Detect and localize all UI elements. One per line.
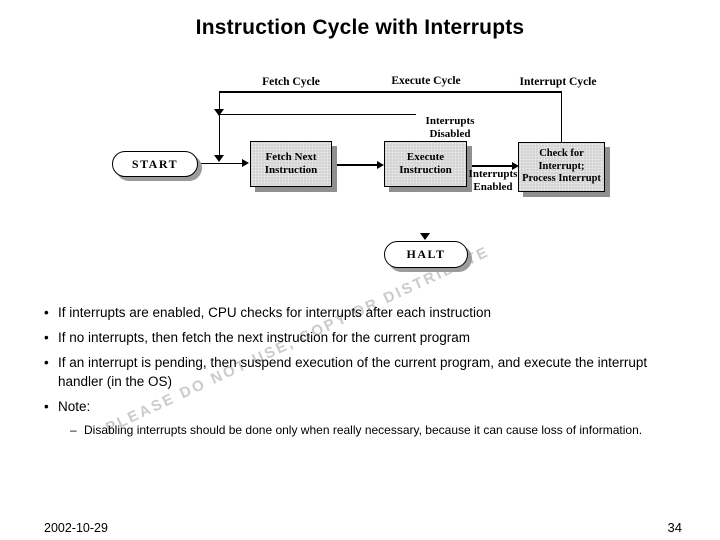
bullet-marker: • <box>44 355 49 370</box>
bullet-item: • If no interrupts, then fetch the next … <box>44 328 649 347</box>
sub-bullet-marker: – <box>70 423 77 437</box>
bullet-item: • Note: <box>44 397 649 416</box>
arrowhead-into-execute-icon <box>377 160 384 169</box>
sub-bullet-list: – Disabling interrupts should be done on… <box>44 422 684 439</box>
execute-box-line2: Instruction <box>399 164 452 176</box>
check-process-interrupt-box: Check for Interrupt; Process Interrupt <box>518 142 605 192</box>
bullet-text: If interrupts are enabled, CPU checks fo… <box>58 305 491 320</box>
arrowhead-down-merge-icon <box>214 155 224 162</box>
bullet-item: • If interrupts are enabled, CPU checks … <box>44 303 649 322</box>
execute-instruction-box: Execute Instruction <box>384 141 467 187</box>
bullet-text: If no interrupts, then fetch the next in… <box>58 330 470 345</box>
check-box-line2: Interrupt; <box>538 160 585 172</box>
interrupts-disabled-line2: Disabled <box>429 127 471 140</box>
interrupts-enabled-line1: Interrupts <box>468 168 518 180</box>
top-return-line <box>219 91 562 93</box>
interrupts-disabled-return-line <box>219 113 416 115</box>
execute-box-line1: Execute <box>406 151 445 163</box>
start-node: START <box>112 151 198 177</box>
arrowhead-into-check-icon <box>512 161 519 170</box>
bullet-item: • If an interrupt is pending, then suspe… <box>44 353 649 391</box>
bullet-marker: • <box>44 305 49 320</box>
left-return-vertical-line <box>218 91 220 159</box>
bullet-text: If an interrupt is pending, then suspend… <box>58 355 648 389</box>
fetch-cycle-label: Fetch Cycle <box>262 76 320 88</box>
page-number: 34 <box>667 520 682 535</box>
arrowhead-down-junction-icon <box>214 109 224 116</box>
bullet-list: • If interrupts are enabled, CPU checks … <box>44 303 656 422</box>
check-box-line3: Process Interrupt <box>522 173 601 185</box>
fetch-box-line2: Instruction <box>264 164 318 176</box>
interrupts-enabled-line2: Enabled <box>473 180 513 193</box>
interrupts-disabled-line1: Interrupts <box>425 115 475 127</box>
halt-node: HALT <box>384 241 468 268</box>
interrupt-cycle-label: Interrupt Cycle <box>519 76 597 88</box>
halt-node-label: HALT <box>406 247 446 261</box>
check-box-line1: Check for <box>539 148 584 160</box>
start-node-label: START <box>131 156 179 171</box>
footer-date: 2002-10-29 <box>44 521 108 535</box>
bullet-marker: • <box>44 399 49 414</box>
sub-bullet-text: Disabling interrupts should be done only… <box>84 423 643 437</box>
sub-bullet-item: – Disabling interrupts should be done on… <box>44 422 684 439</box>
arrowhead-into-fetch-icon <box>242 159 249 167</box>
execute-to-check-line <box>467 165 515 167</box>
interrupts-enabled-label: Interrupts Enabled <box>464 168 522 193</box>
interrupts-disabled-label: Interrupts Disabled <box>412 115 488 140</box>
fetch-next-instruction-box: Fetch Next Instruction <box>250 141 332 187</box>
fetch-box-line1: Fetch Next <box>265 151 317 163</box>
execute-cycle-label: Execute Cycle <box>391 75 461 87</box>
interrupt-return-vertical-line <box>560 91 562 144</box>
bullet-marker: • <box>44 330 49 345</box>
bullet-text: Note: <box>58 399 91 414</box>
start-to-fetch-line <box>198 162 244 164</box>
page-title: Instruction Cycle with Interrupts <box>195 16 525 39</box>
arrowhead-into-halt-icon <box>420 233 430 240</box>
fetch-to-execute-line <box>332 164 380 166</box>
